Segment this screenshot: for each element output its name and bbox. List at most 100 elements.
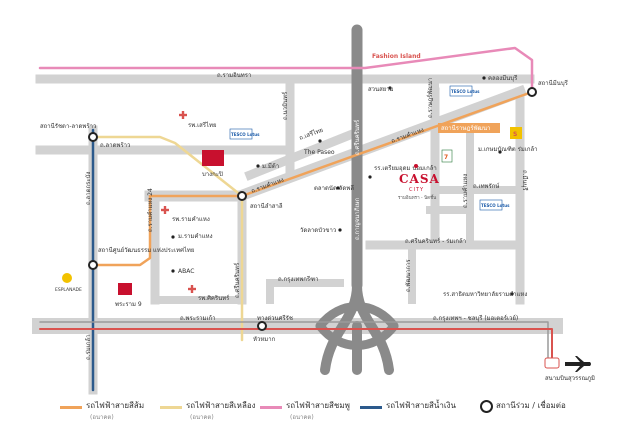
poi-dot <box>171 269 175 273</box>
place-school: รร.เตรียมอุดม น้อมเกล้า <box>374 164 437 172</box>
road-label-ladprao: ถ.ลาดพร้าว <box>100 142 130 149</box>
poi-dot <box>318 139 322 143</box>
station-rama9-marker[interactable] <box>88 260 98 270</box>
poi-dot <box>368 175 372 179</box>
place-ramkhamhaeng-univ: ม.รามคำแหง <box>178 233 213 240</box>
station-ratphatthana-callout: สถานีราษฎร์พัฒนา <box>438 123 500 133</box>
place-wat-school: รร.สาธิตมหาวิทยาลัยรามคำแหง <box>443 291 527 298</box>
station-ratphatthana-label: สถานีราษฎร์พัฒนา <box>441 124 490 132</box>
station-ladprao-marker[interactable] <box>88 132 98 142</box>
legend-orange-swatch <box>60 406 82 409</box>
poi-dot <box>498 150 502 154</box>
orange-line <box>91 90 534 267</box>
road-label-ramindra: ถ.รามอินทรา <box>217 72 251 79</box>
legend-yellow-sub: (อนาคต) <box>190 414 214 421</box>
casa-name: CASA <box>399 172 440 186</box>
place-suvarnabhumi: สนามบินสุวรรณภูมิ <box>545 375 595 382</box>
casa-tagline: รามอินทรา - นิดชี้น <box>398 194 436 201</box>
station-minburi-marker[interactable] <box>527 87 537 97</box>
place-talad-nat: ตลาดนัด ลัดพลี <box>314 184 354 192</box>
poi-dot <box>256 164 260 168</box>
expressway-interchange-loop-l <box>315 302 399 331</box>
casa-pin-dot <box>414 164 418 168</box>
legend-yellow-swatch <box>160 406 182 409</box>
road-label-ratphatthana: ถ.ราษฎร์พัฒนา <box>426 78 434 118</box>
place-wat-thepleela: วัดลาดบัวขาว <box>300 227 336 234</box>
place-khlong-minburi: คลองมีนบุรี <box>488 74 518 82</box>
airport-link-red <box>39 328 553 361</box>
poi-dot <box>510 292 514 296</box>
place-siam-park: สวนสยาม <box>368 86 394 93</box>
legend-orange-sub: (อนาคต) <box>90 414 114 421</box>
poi-dot <box>338 228 342 232</box>
legend-station-label: สถานีร่วม / เชื่อมต่อ <box>496 401 566 410</box>
place-sikarin-hosp: รพ.ศิครินทร์ <box>198 294 230 302</box>
place-the-paseo: The Paseo <box>303 149 335 156</box>
poi-dots <box>171 76 514 296</box>
road-label-romklao-vert: ถ.ร่มเกล้า <box>85 335 92 360</box>
poi-dot <box>171 235 175 239</box>
legend-pink-label: รถไฟฟ้าสายสีชมพู <box>286 401 350 410</box>
pink-line <box>38 46 534 94</box>
hospital-icon <box>161 206 169 214</box>
stations-layer <box>88 87 537 331</box>
legend-pink-sub: (อนาคต) <box>290 414 314 421</box>
tesco-lotus-right-badge: TESCO Lotus <box>479 199 510 211</box>
airport-train-icon <box>544 357 560 369</box>
road-label-kaset-vert: ถ.ลาดกระบัง <box>85 172 92 205</box>
legend-yellow-label: รถไฟฟ้าสายสีเหลือง <box>186 401 256 410</box>
fashion-island-logo: Fashion Island <box>372 53 421 60</box>
road-serithai <box>244 129 356 181</box>
hospital-crosses <box>161 111 196 293</box>
hospital-icon <box>188 285 196 293</box>
place-station-lamsalee: สถานีลำสาลี <box>250 202 283 210</box>
hospital-icon <box>179 111 187 119</box>
legend-blue-label: รถไฟฟ้าสายสีน้ำเงิน <box>386 401 456 410</box>
shell-badge: S <box>510 127 522 139</box>
expressway-interchange-right <box>352 280 394 375</box>
road-label-local-vertical: ถ.รามคำแหง <box>462 174 469 208</box>
legend: รถไฟฟ้าสายสีส้ม (อนาคต) รถไฟฟ้าสายสีเหลื… <box>60 398 600 428</box>
road-label-phatthanakan: ถ.พัฒนาการ <box>405 259 412 292</box>
road-label-kanchanaphisek: ถ.กาญจนาภิเษก <box>354 197 361 240</box>
expressway-layer <box>315 24 399 375</box>
place-hospital-serithai: รพ.เสรีไทย <box>188 121 217 129</box>
road-label-srinakarin-romklao: ถ.ศรีนครินทร์ - ร่มเกล้า <box>405 237 466 245</box>
rail-layer <box>38 46 553 392</box>
place-bangkapi: บางกะปิ <box>202 171 223 178</box>
casa-city-marker[interactable]: CASA CITY รามอินทรา - นิดชี้น <box>398 164 440 201</box>
poi-dot <box>336 186 340 190</box>
tesco-lotus-left-badge: TESCO Lotus <box>229 128 260 140</box>
road-label-serithai-vert: ถ.ศรีนครินทร์ <box>353 119 361 155</box>
road-label-ramkhamhaeng-vert: ถ.รามคำแหง 24 <box>147 188 154 232</box>
place-ramkhamhaeng-hosp: รพ.รามคำแหง <box>172 216 210 223</box>
place-labels: Fashion Island คลองมีนบุรี สวนสยาม สถานี… <box>40 53 595 382</box>
place-mega-bangna: ม.เกษมบัณฑิต ร่มเกล้า <box>478 146 538 153</box>
poi-dot <box>388 86 392 90</box>
casa-sub: CITY <box>409 187 424 193</box>
road-label-minburi: ถ.มีนบุรี <box>521 170 529 191</box>
yellow-line <box>91 135 244 342</box>
legend-orange-label: รถไฟฟ้าสายสีส้ม <box>86 401 145 410</box>
station-lamsalee-marker[interactable] <box>237 191 247 201</box>
legend-pink-swatch <box>260 406 282 409</box>
bigc-badge <box>202 150 224 166</box>
road-label-rama9: ถ.พระรามเก้า <box>180 315 216 322</box>
esplanade-badge <box>62 273 72 283</box>
place-esplanade: ESPLANADE <box>55 287 82 293</box>
seven-eleven-mark: 7 <box>444 154 448 161</box>
airport-link-gray <box>39 321 549 361</box>
airplane-icon <box>565 356 591 372</box>
tesco-lotus-right-label: TESCO Lotus <box>481 203 510 208</box>
legend-blue-swatch <box>360 406 382 409</box>
tesco-lotus-top-badge: TESCO Lotus <box>449 85 480 97</box>
legend-station-icon <box>480 400 493 413</box>
place-station-rama9: สถานีศูนย์วัฒนธรรม แห่งประเทศไทย <box>98 246 194 254</box>
road-label-motorway: ทางด่วนศรีรัช <box>257 314 293 322</box>
road-label-nawamin: ถ.นวมินทร์ <box>281 91 289 120</box>
station-huamak-marker[interactable] <box>257 321 267 331</box>
road-label-theprak: ถ.เทพรักษ์ <box>473 182 499 190</box>
place-abac: ABAC <box>178 268 194 275</box>
place-station-ladprao: สถานีรัชดา-ลาดพร้าว <box>40 122 96 130</box>
